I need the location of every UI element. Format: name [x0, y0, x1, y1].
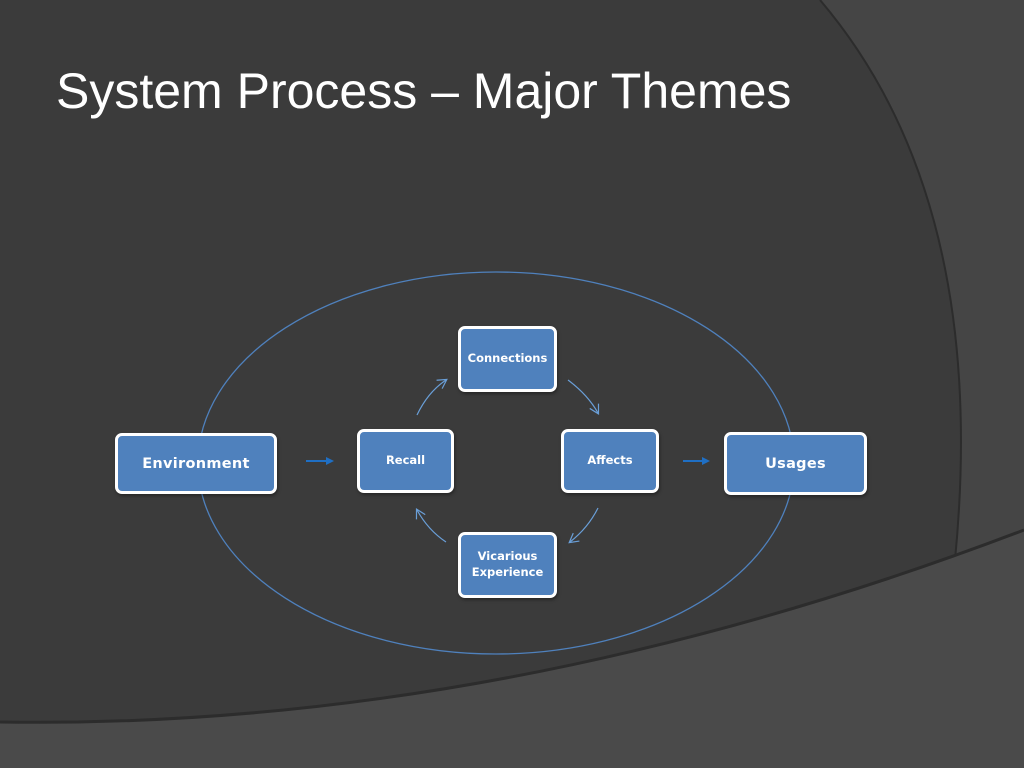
node-affects-label: Affects — [587, 453, 633, 468]
node-recall-label: Recall — [385, 453, 426, 468]
node-environment: Environment — [115, 433, 277, 494]
arrow-vicarious-to-recall — [415, 508, 447, 543]
background-curve-bottom — [0, 530, 1024, 768]
node-vicarious-experience: Vicarious Experience — [458, 532, 557, 598]
node-vicarious-experience-label: Vicarious Experience — [471, 549, 544, 579]
background-curve-right — [820, 0, 1024, 560]
node-recall: Recall — [357, 429, 454, 493]
node-usages: Usages — [724, 432, 867, 495]
background-curve-bottom-edge — [0, 528, 1024, 724]
node-connections: Connections — [458, 326, 557, 392]
node-affects: Affects — [561, 429, 659, 493]
node-environment-label: Environment — [142, 455, 250, 472]
node-connections-label: Connections — [467, 351, 548, 366]
arrow-affects-to-vicarious — [568, 507, 599, 544]
arrow-connections-to-affects — [567, 379, 600, 415]
arrow-recall-to-connections — [416, 378, 448, 416]
background-curve-right-edge — [819, 0, 962, 561]
slide-title: System Process – Major Themes — [56, 63, 792, 119]
node-usages-label: Usages — [765, 455, 826, 472]
